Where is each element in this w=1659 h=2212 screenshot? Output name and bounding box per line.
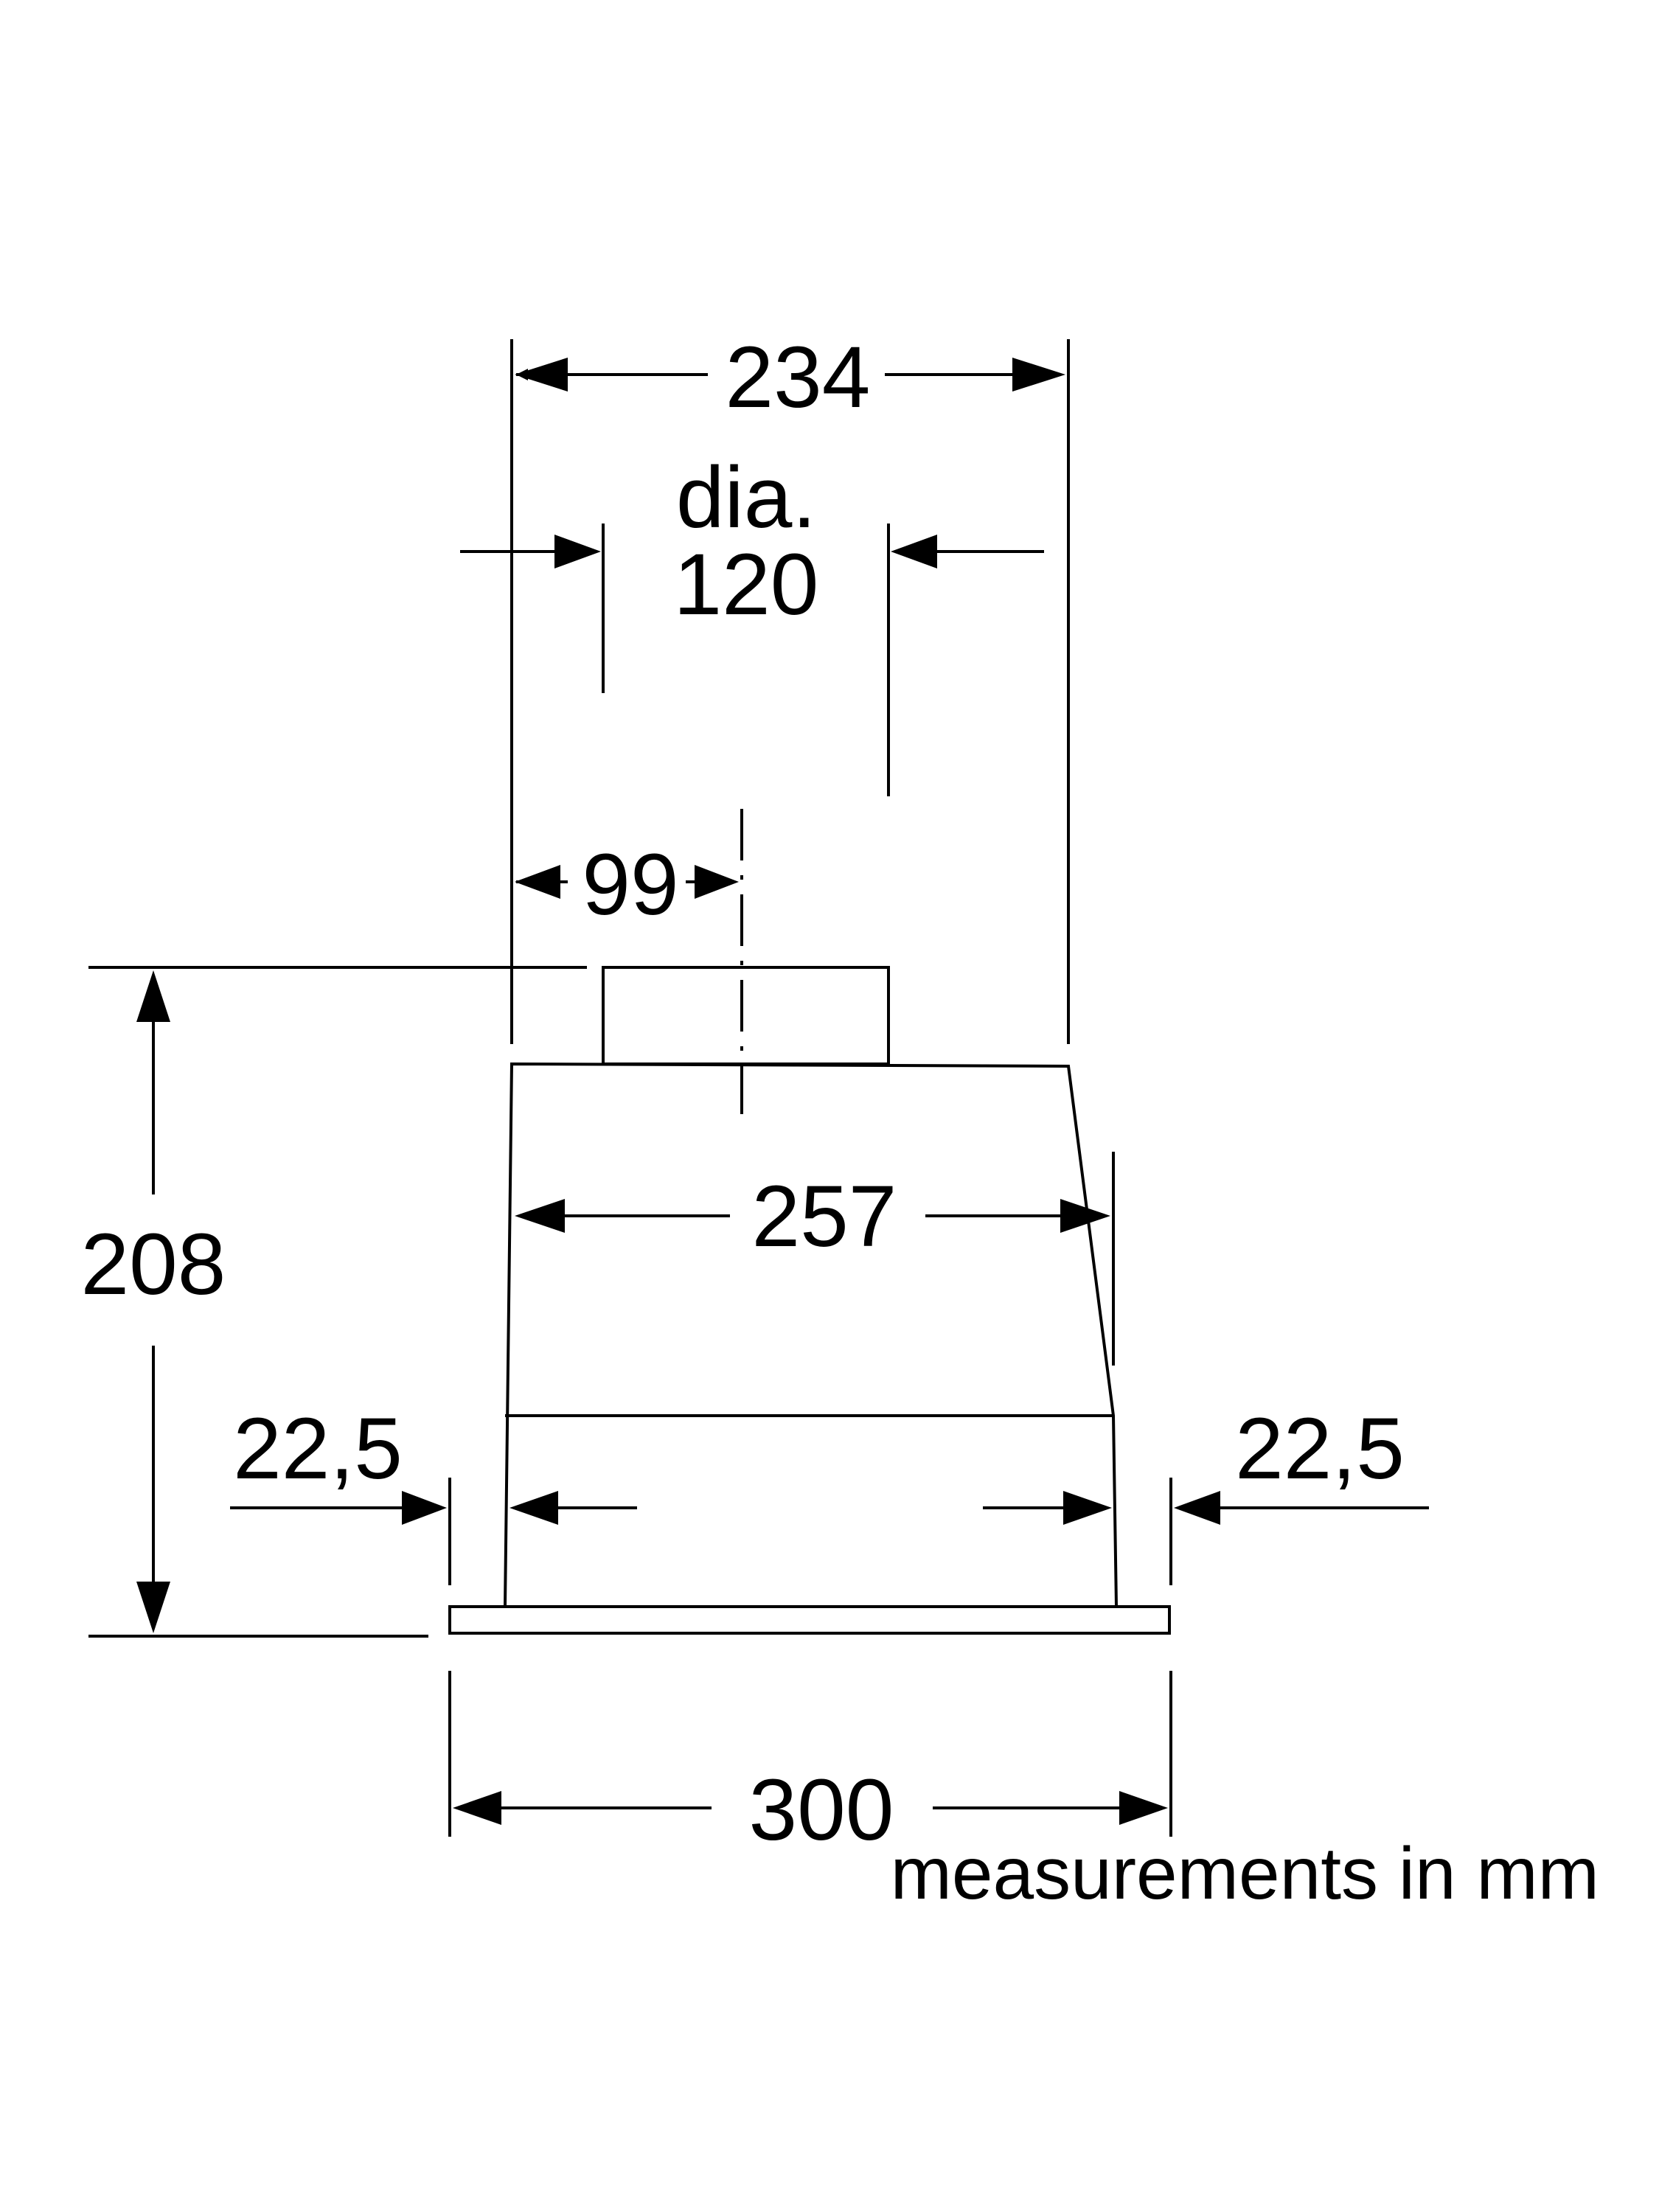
dimension-257: 257 xyxy=(515,1152,1115,1366)
dimension-label-300: 300 xyxy=(749,1761,894,1859)
dimension-right-margin: 22,5 xyxy=(983,1400,1429,1585)
dimension-label-234: 234 xyxy=(726,329,871,426)
dimension-234: 234 xyxy=(510,329,1070,1044)
dimension-99: 99 xyxy=(515,836,739,933)
hood-body xyxy=(503,1062,1119,1608)
dimension-label-left-22-5: 22,5 xyxy=(233,1400,403,1498)
units-note: measurements in mm xyxy=(891,1832,1599,1915)
exhaust-duct xyxy=(602,966,890,1065)
dimension-label-right-22-5: 22,5 xyxy=(1235,1400,1405,1498)
dimension-dia-120: dia. 120 xyxy=(460,449,1044,796)
appliance-outline xyxy=(448,809,1171,1635)
dimension-208: 208 xyxy=(81,966,587,1638)
base-plate xyxy=(448,1605,1171,1635)
dimension-label-dia: dia. xyxy=(676,449,816,546)
dimension-label-257: 257 xyxy=(752,1168,897,1265)
dimension-label-120: 120 xyxy=(674,536,819,633)
dimension-300: 300 xyxy=(448,1671,1172,1859)
dimension-label-208: 208 xyxy=(81,1216,226,1313)
dimension-label-99: 99 xyxy=(582,836,678,933)
dimension-left-margin: 22,5 xyxy=(230,1400,637,1585)
